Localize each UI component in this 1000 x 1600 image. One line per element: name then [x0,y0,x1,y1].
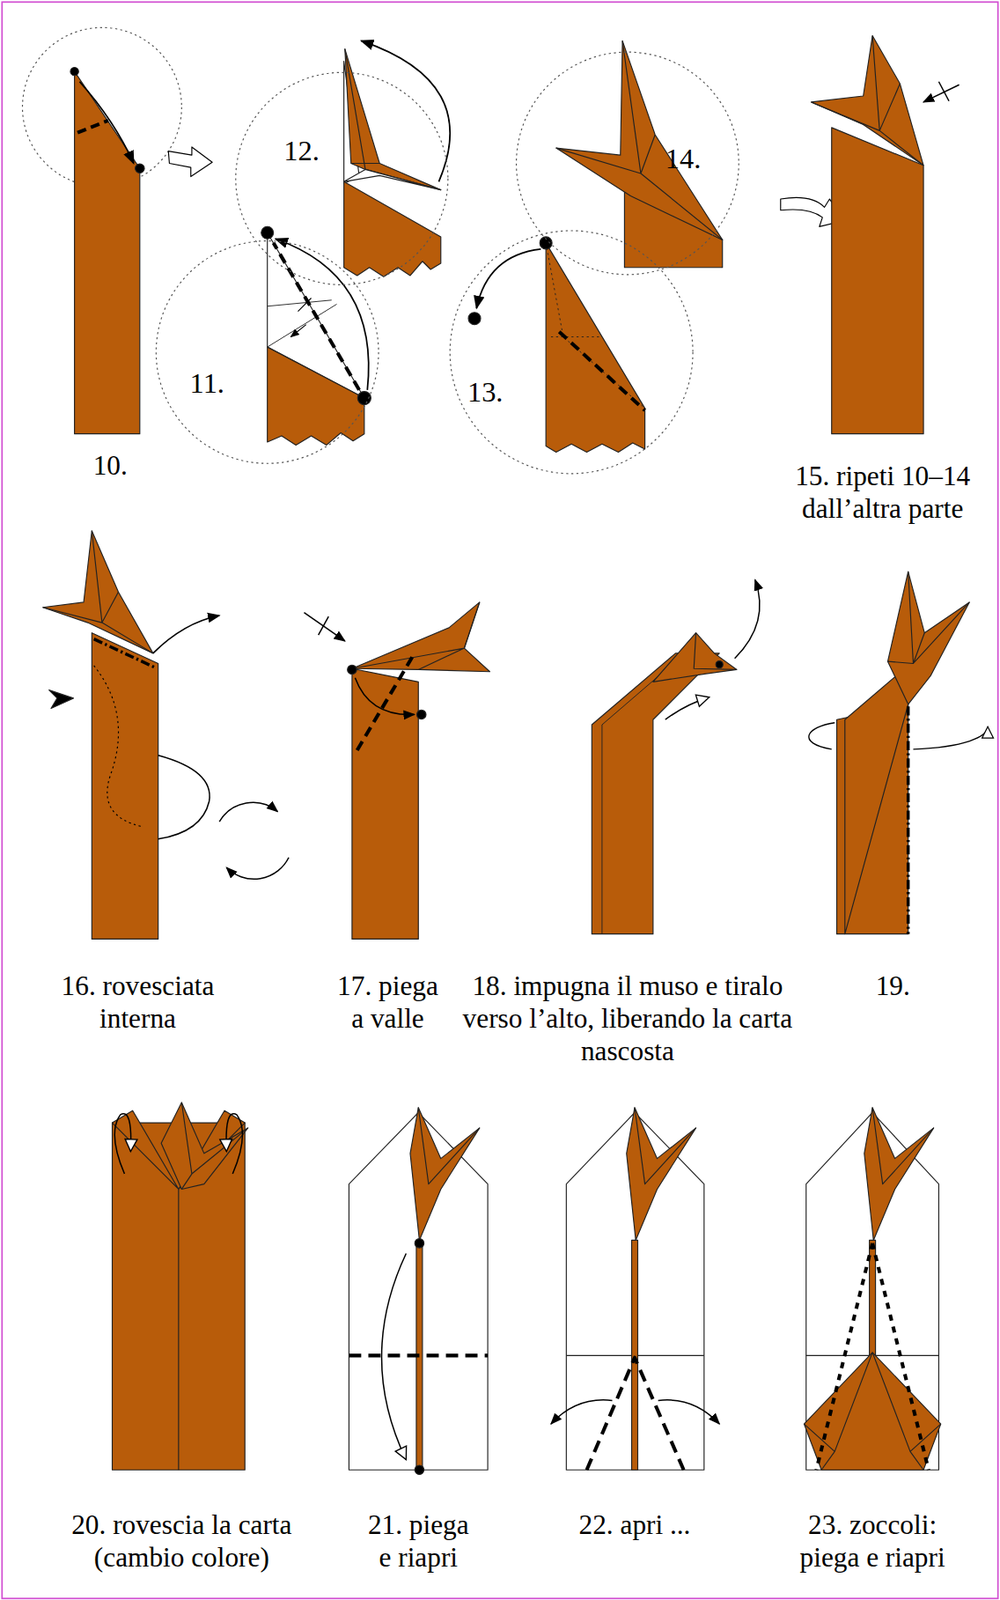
folding-steps [22,27,989,1474]
step-caption: 10. [69,448,152,482]
step-caption: 21. piega e riapri [362,1507,476,1574]
step-caption: 16. rovesciata interna [45,969,230,1035]
step-caption: 15. ripeti 10–14 dall’altra parte [764,459,1000,525]
step-number: 11. [190,367,225,400]
step-caption: 22. apri ... [552,1507,716,1541]
detail-circle: 11. [154,239,380,464]
step-caption: 18. impugna il muso e tiralo verso l’alt… [454,969,802,1067]
circle-outline [235,71,449,286]
step-number: 14. [665,142,702,176]
detail-circle: 13. [448,229,694,475]
detail-circle: 12. [235,71,449,286]
step-caption: 23. zoccoli: piega e riapri [775,1507,970,1574]
step-caption: 19. [852,969,934,1002]
step-caption: 20. rovescia la carta (cambio colore) [49,1507,315,1574]
circle-outline [514,51,740,276]
step-caption: 17. piega a valle [331,969,445,1035]
step-number: 13. [467,375,504,409]
detail-circle: 14. [514,51,740,276]
circle-outline [448,229,694,475]
step-number: 12. [283,134,320,168]
circle-outline [154,239,380,464]
